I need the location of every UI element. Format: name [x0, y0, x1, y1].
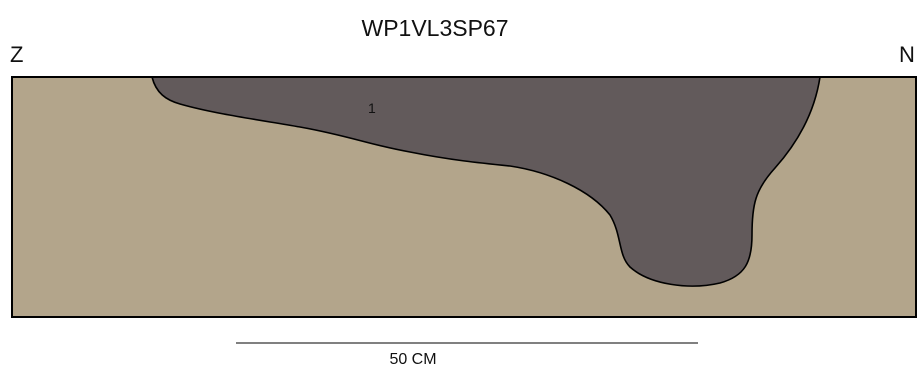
fill-layer-1 [151, 76, 821, 287]
drawing-title: WP1VL3SP67 [361, 15, 508, 41]
scale-bar-label: 50 CM [389, 351, 436, 368]
layer-1-label: 1 [368, 100, 376, 116]
orientation-right-label: N [899, 42, 915, 67]
orientation-left-label: Z [10, 42, 23, 67]
